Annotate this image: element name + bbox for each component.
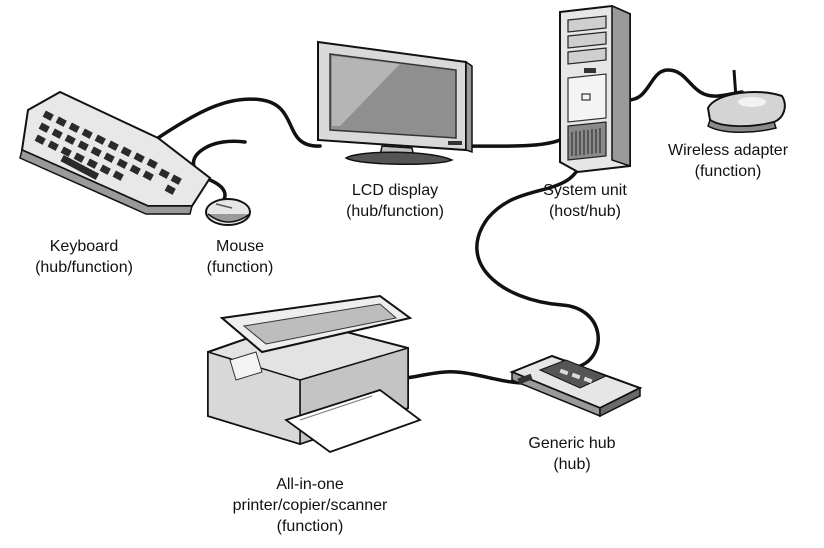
printer-line1: All-in-one	[276, 476, 344, 493]
mouse-icon	[205, 198, 251, 226]
hub-role: (hub)	[553, 456, 591, 473]
wireless-role: (function)	[694, 163, 762, 180]
lcd-label: LCD display (hub/function)	[330, 180, 460, 222]
cable-keyboard-to-lcd	[156, 97, 322, 148]
mouse-role: (function)	[206, 259, 274, 276]
system-label: System unit (host/hub)	[525, 180, 645, 222]
printer-role: (function)	[276, 518, 344, 535]
lcd-name: LCD display	[351, 182, 439, 199]
mouse-label: Mouse (function)	[190, 236, 290, 278]
wireless-name: Wireless adapter	[667, 142, 789, 159]
cable-hub-to-printer	[388, 370, 526, 385]
hub-name: Generic hub	[528, 435, 616, 452]
printer-line2: printer/copier/scanner	[232, 497, 388, 514]
printer-label: All-in-one printer/copier/scanner (funct…	[210, 474, 410, 537]
system-role: (host/hub)	[548, 203, 622, 220]
wireless-adapter-icon	[706, 69, 786, 134]
cable-system-to-hub	[475, 158, 600, 368]
system-name: System unit	[543, 182, 627, 199]
hub-label: Generic hub (hub)	[512, 433, 632, 475]
lcd-role: (hub/function)	[346, 203, 444, 220]
keyboard-icon	[19, 90, 212, 215]
printer-icon	[207, 294, 422, 454]
monitor-icon	[317, 40, 473, 166]
computer-tower-icon	[559, 4, 631, 174]
keyboard-role: (hub/function)	[35, 259, 133, 276]
wireless-label: Wireless adapter (function)	[658, 140, 798, 182]
keyboard-label: Keyboard (hub/function)	[14, 236, 154, 278]
keyboard-name: Keyboard	[49, 238, 119, 255]
usb-hub-icon	[509, 354, 643, 418]
mouse-name: Mouse	[215, 238, 265, 255]
